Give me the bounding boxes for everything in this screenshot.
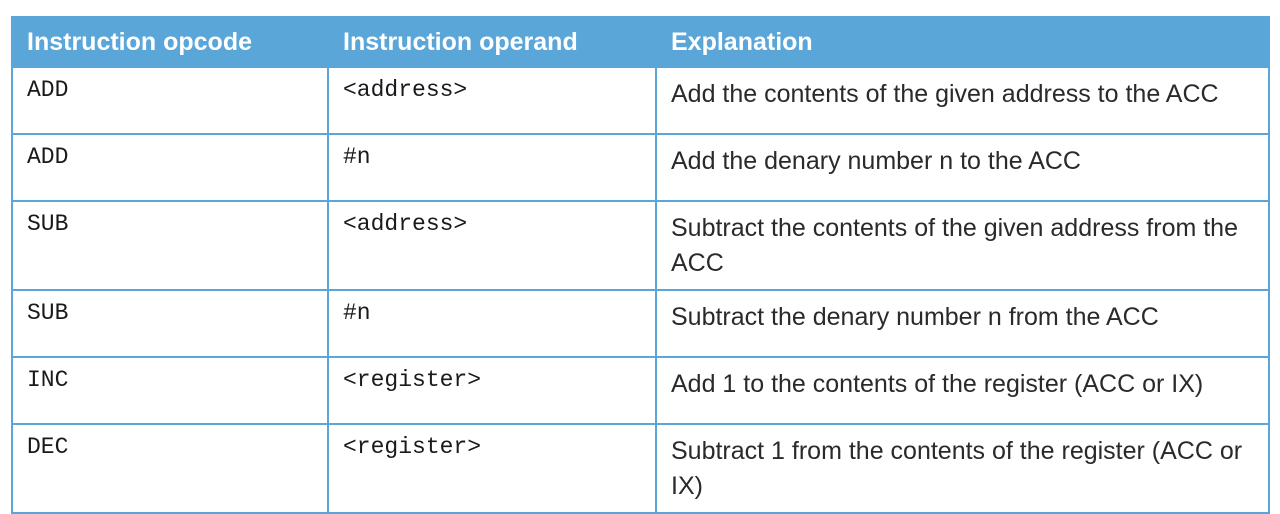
opcode-cell: SUB (11, 200, 329, 291)
operand-cell: <register> (327, 356, 657, 425)
explanation-cell: Add 1 to the contents of the register (A… (655, 356, 1270, 425)
table-row: SUB <address> Subtract the contents of t… (11, 200, 1270, 291)
table-header: Instruction opcode Instruction operand E… (11, 16, 1270, 68)
operand-cell: <register> (327, 423, 657, 514)
operand-cell: <address> (327, 200, 657, 291)
operand-cell: #n (327, 289, 657, 358)
operand-cell: <address> (327, 66, 657, 135)
table-row: ADD <address> Add the contents of the gi… (11, 66, 1270, 135)
operand-cell: #n (327, 133, 657, 202)
table-row: SUB #n Subtract the denary number n from… (11, 289, 1270, 358)
explanation-cell: Add the contents of the given address to… (655, 66, 1270, 135)
table-row: ADD #n Add the denary number n to the AC… (11, 133, 1270, 202)
explanation-cell: Subtract 1 from the contents of the regi… (655, 423, 1270, 514)
table-row: DEC <register> Subtract 1 from the conte… (11, 423, 1270, 514)
table-row: INC <register> Add 1 to the contents of … (11, 356, 1270, 425)
opcode-cell: DEC (11, 423, 329, 514)
opcode-cell: ADD (11, 133, 329, 202)
instruction-table: Instruction opcode Instruction operand E… (11, 16, 1270, 514)
opcode-cell: INC (11, 356, 329, 425)
header-explanation: Explanation (655, 16, 1270, 68)
explanation-cell: Subtract the contents of the given addre… (655, 200, 1270, 291)
opcode-cell: ADD (11, 66, 329, 135)
explanation-cell: Add the denary number n to the ACC (655, 133, 1270, 202)
explanation-cell: Subtract the denary number n from the AC… (655, 289, 1270, 358)
header-operand: Instruction operand (327, 16, 657, 68)
opcode-cell: SUB (11, 289, 329, 358)
table-body: ADD <address> Add the contents of the gi… (11, 66, 1270, 514)
header-opcode: Instruction opcode (11, 16, 329, 68)
header-row: Instruction opcode Instruction operand E… (11, 16, 1270, 68)
